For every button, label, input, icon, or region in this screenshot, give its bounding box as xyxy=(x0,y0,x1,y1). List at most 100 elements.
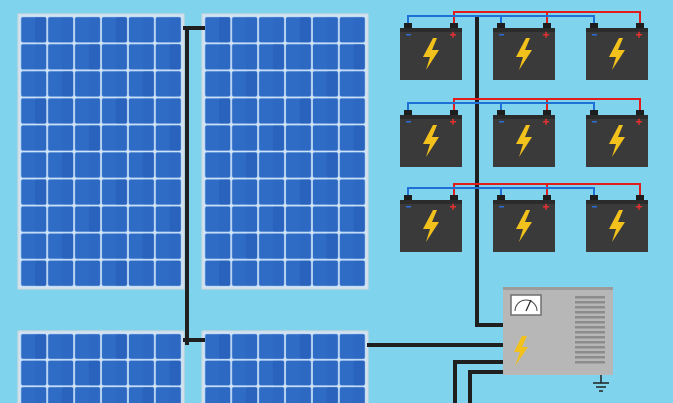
solar-cell xyxy=(285,386,312,403)
solar-cell-shade xyxy=(34,233,47,259)
solar-cell-shade xyxy=(218,98,231,124)
battery xyxy=(400,23,462,80)
solar-cell xyxy=(204,233,231,260)
solar-cell-shade xyxy=(299,233,312,259)
solar-cell-shade xyxy=(169,44,181,70)
solar-cell xyxy=(285,97,312,125)
lightning-bolt-icon xyxy=(516,210,532,242)
negative-terminal xyxy=(590,23,598,29)
battery-top xyxy=(586,115,648,119)
solar-cell-shade xyxy=(169,360,181,386)
solar-cell xyxy=(231,333,258,360)
solar-cell xyxy=(231,206,258,233)
lightning-bolt-icon xyxy=(609,38,625,70)
solar-cell xyxy=(128,360,155,386)
solar-cell-shade xyxy=(245,152,258,178)
solar-cell-shade xyxy=(245,334,258,359)
solar-cell-shade xyxy=(326,206,339,232)
solar-cell-shade xyxy=(61,387,74,403)
minus-sign xyxy=(499,34,504,36)
solar-cell xyxy=(339,206,366,233)
solar-cell-shade xyxy=(218,387,231,403)
solar-cell xyxy=(258,233,285,260)
solar-cell-shade xyxy=(326,179,339,205)
solar-cell xyxy=(204,333,231,360)
battery-top xyxy=(493,115,555,119)
solar-cell-shade xyxy=(299,71,312,97)
solar-cell xyxy=(155,124,182,152)
solar-cell xyxy=(285,43,312,70)
solar-cell-shade xyxy=(245,387,258,403)
solar-cell xyxy=(47,233,74,260)
positive-terminal xyxy=(450,195,458,201)
solar-cell xyxy=(204,179,231,206)
solar-cell-shade xyxy=(115,179,128,205)
solar-cell xyxy=(339,179,366,206)
plus-sign xyxy=(452,203,454,210)
solar-cell-shade xyxy=(218,17,231,43)
battery xyxy=(493,23,555,80)
solar-cell-shade xyxy=(34,334,47,359)
solar-cell xyxy=(285,124,312,152)
solar-cell xyxy=(47,360,74,386)
solar-cell xyxy=(20,151,47,179)
negative-terminal xyxy=(404,110,412,116)
solar-cell xyxy=(258,360,285,386)
vent-slot xyxy=(575,336,605,339)
solar-cell xyxy=(128,124,155,152)
solar-cell-shade xyxy=(218,334,231,359)
solar-cell-shade xyxy=(299,260,312,286)
lightning-bolt-icon xyxy=(609,125,625,157)
vent-slot xyxy=(575,301,605,304)
positive-terminal xyxy=(636,195,644,201)
solar-cell-shade xyxy=(245,233,258,259)
solar-cell-shade xyxy=(142,206,155,232)
solar-cell xyxy=(20,179,47,206)
solar-cell-shade xyxy=(353,71,365,97)
solar-cell-shade xyxy=(34,125,47,151)
solar-cell-shade xyxy=(245,98,258,124)
solar-cell-shade xyxy=(88,44,101,70)
solar-cell-shade xyxy=(299,44,312,70)
battery-top xyxy=(400,200,462,204)
solar-cell xyxy=(285,16,312,43)
solar-cell-shade xyxy=(272,233,285,259)
positive-terminal xyxy=(636,110,644,116)
solar-cell-shade xyxy=(115,98,128,124)
solar-cell xyxy=(101,179,128,206)
battery xyxy=(586,110,648,167)
battery-top xyxy=(400,115,462,119)
plus-sign xyxy=(452,31,454,38)
solar-cell xyxy=(285,360,312,386)
solar-cell-shade xyxy=(169,125,181,151)
solar-cell-shade xyxy=(353,17,365,43)
inverter-output-wire-1 xyxy=(453,360,505,403)
vent-slot xyxy=(575,341,605,344)
solar-cell-shade xyxy=(61,44,74,70)
vent-slot xyxy=(575,296,605,299)
solar-cell xyxy=(74,386,101,403)
vent-slot xyxy=(575,356,605,359)
solar-cell-shade xyxy=(88,206,101,232)
lightning-bolt-icon xyxy=(516,38,532,70)
solar-cell xyxy=(339,43,366,70)
solar-cell-shade xyxy=(326,98,339,124)
solar-cell xyxy=(128,70,155,97)
solar-cell-shade xyxy=(353,98,365,124)
solar-cell xyxy=(339,233,366,260)
solar-cell-shade xyxy=(326,71,339,97)
battery-top xyxy=(400,28,462,32)
battery-top xyxy=(586,200,648,204)
plus-sign xyxy=(638,31,640,38)
solar-cell-shade xyxy=(169,206,181,232)
battery-top xyxy=(586,28,648,32)
solar-cell-shade xyxy=(299,152,312,178)
solar-cell xyxy=(20,386,47,403)
solar-cell xyxy=(204,97,231,125)
negative-terminal xyxy=(404,195,412,201)
solar-cell-shade xyxy=(218,233,231,259)
minus-sign xyxy=(592,206,597,208)
solar-cell xyxy=(101,70,128,97)
solar-cell-shade xyxy=(353,360,365,386)
solar-cell-shade xyxy=(142,125,155,151)
